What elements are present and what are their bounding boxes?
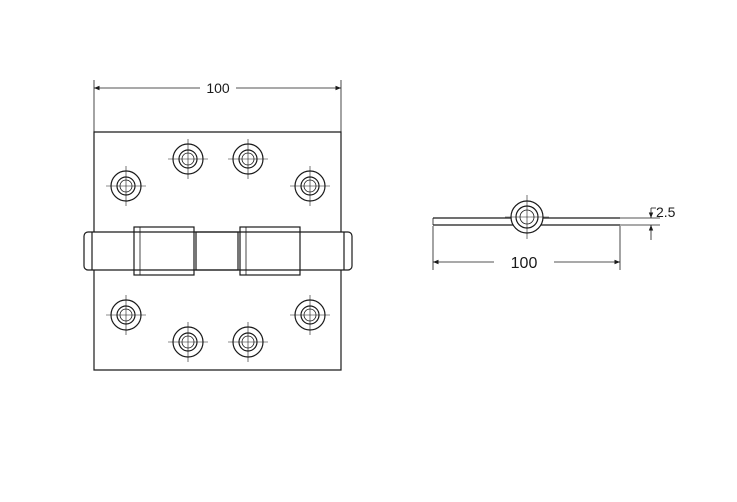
screw-hole — [228, 139, 268, 179]
screw-holes — [106, 139, 330, 362]
screw-hole — [290, 295, 330, 335]
screw-hole — [290, 166, 330, 206]
thickness-label: 2.5 — [656, 204, 676, 220]
hinge-knuckle — [83, 226, 353, 276]
top-leaf — [93, 131, 342, 232]
screw-hole — [106, 166, 146, 206]
screw-hole — [168, 322, 208, 362]
side-width-label: 100 — [511, 255, 538, 272]
front-view: 100 — [83, 80, 353, 371]
side-view: 2.5 100 — [432, 195, 676, 272]
screw-hole — [168, 139, 208, 179]
side-knuckle — [505, 195, 549, 239]
screw-hole — [106, 295, 146, 335]
front-width-dimension: 100 — [93, 80, 342, 136]
side-width-dimension: 100 — [432, 226, 621, 272]
thickness-dimension: 2.5 — [620, 204, 676, 240]
front-width-label: 100 — [206, 80, 230, 96]
screw-hole — [228, 322, 268, 362]
bottom-leaf — [93, 270, 342, 371]
